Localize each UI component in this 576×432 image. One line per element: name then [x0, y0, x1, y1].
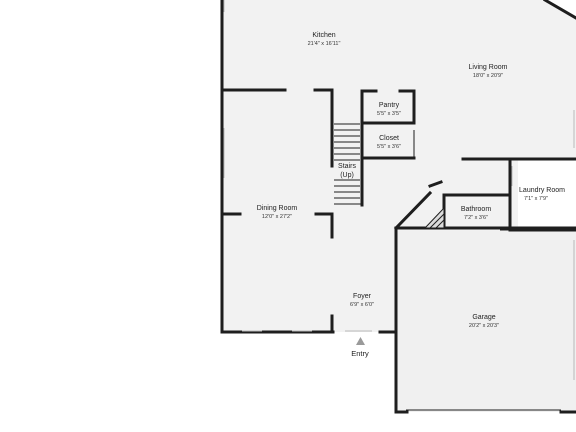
kitchen-label: Kitchen	[312, 32, 335, 39]
entry-label: Entry	[351, 349, 369, 358]
hatched-closet	[423, 206, 445, 229]
kitchen-dimensions: 21'4" x 16'11"	[308, 41, 341, 47]
garage-label: Garage	[472, 314, 495, 321]
closet-dimensions: 5'5" x 3'6"	[377, 144, 401, 150]
pantry-dimensions: 5'5" x 3'5"	[377, 111, 401, 117]
living-room-label: Living Room	[469, 64, 508, 71]
interior-walls	[222, 88, 576, 414]
garage-dimensions: 20'2" x 20'3"	[469, 323, 499, 329]
pantry-label: Pantry	[379, 102, 400, 109]
stair-treads	[334, 129, 360, 199]
bathroom-label: Bathroom	[461, 206, 492, 213]
foyer-dimensions: 6'9" x 6'0"	[350, 302, 374, 308]
garage-floor	[396, 231, 576, 412]
entry-arrow-icon	[356, 337, 365, 345]
living-room-dimensions: 18'0" x 20'9"	[473, 73, 503, 79]
exterior-walls	[220, 0, 576, 334]
laundry-room-label: Laundry Room	[519, 187, 565, 194]
laundry-room-dimensions: 7'1" x 7'9"	[524, 196, 548, 202]
stairs-label: Stairs	[338, 163, 356, 170]
dining-room-label: Dining Room	[257, 205, 298, 212]
closet-label: Closet	[379, 135, 399, 142]
dining-room-dimensions: 12'0" x 27'2"	[262, 214, 292, 220]
stairs-direction-label: (Up)	[340, 172, 354, 179]
bathroom-dimensions: 7'2" x 3'6"	[464, 215, 488, 221]
foyer-label: Foyer	[353, 293, 372, 300]
